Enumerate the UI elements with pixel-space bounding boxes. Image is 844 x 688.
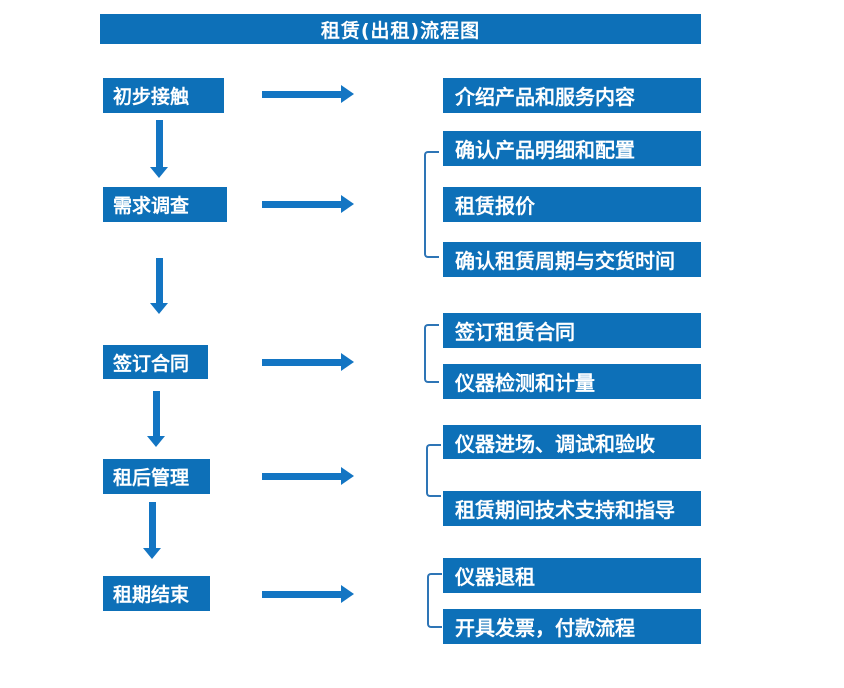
arrow-shaft — [262, 472, 341, 480]
step-box-post-rental-management: 租后管理 — [103, 459, 210, 494]
output-box-instrument-setup-acceptance: 仪器进场、调试和验收 — [443, 425, 701, 459]
arrow-head — [341, 85, 354, 103]
arrow-shaft — [262, 590, 341, 598]
output-box-invoice-payment: 开具发票，付款流程 — [443, 609, 701, 644]
right-arrow-icon-4 — [262, 467, 354, 485]
right-arrow-icon-1 — [262, 85, 354, 103]
step-box-rental-end: 租期结束 — [103, 576, 210, 611]
down-arrow-icon-3 — [147, 391, 165, 447]
down-arrow-icon-1 — [150, 120, 168, 178]
arrow-head — [147, 436, 165, 447]
right-arrow-icon-5 — [262, 585, 354, 603]
down-arrow-icon-2 — [150, 258, 168, 314]
step-box-demand-survey: 需求调查 — [103, 187, 227, 222]
output-box-confirm-rental-period: 确认租赁周期与交货时间 — [443, 242, 701, 277]
output-box-technical-support: 租赁期间技术支持和指导 — [443, 491, 701, 526]
arrow-shaft — [152, 391, 160, 436]
bracket-icon-demand-survey-group — [424, 151, 439, 258]
arrow-shaft — [262, 90, 341, 98]
arrow-shaft — [155, 258, 163, 303]
arrow-shaft — [262, 358, 341, 366]
arrow-shaft — [155, 120, 163, 167]
arrow-head — [341, 467, 354, 485]
down-arrow-icon-4 — [143, 502, 161, 559]
arrow-head — [341, 353, 354, 371]
output-box-instrument-testing: 仪器检测和计量 — [443, 364, 701, 399]
step-box-initial-contact: 初步接触 — [103, 78, 224, 113]
output-box-introduce-products: 介绍产品和服务内容 — [443, 78, 701, 113]
flowchart-title: 租赁(出租)流程图 — [100, 14, 701, 44]
arrow-head — [341, 195, 354, 213]
output-box-rental-quotation: 租赁报价 — [443, 187, 701, 222]
bracket-icon-post-rental-group — [426, 444, 441, 497]
output-box-sign-rental-contract: 签订租赁合同 — [443, 313, 701, 348]
arrow-shaft — [262, 200, 341, 208]
arrow-head — [143, 548, 161, 559]
step-box-sign-contract: 签订合同 — [103, 345, 208, 379]
bracket-icon-sign-contract-group — [424, 324, 439, 383]
arrow-head — [341, 585, 354, 603]
arrow-head — [150, 303, 168, 314]
output-box-instrument-return: 仪器退租 — [443, 558, 701, 593]
right-arrow-icon-2 — [262, 195, 354, 213]
bracket-icon-rental-end-group — [427, 573, 442, 628]
arrow-head — [150, 167, 168, 178]
arrow-shaft — [148, 502, 156, 548]
right-arrow-icon-3 — [262, 353, 354, 371]
output-box-confirm-product-details: 确认产品明细和配置 — [443, 131, 701, 166]
